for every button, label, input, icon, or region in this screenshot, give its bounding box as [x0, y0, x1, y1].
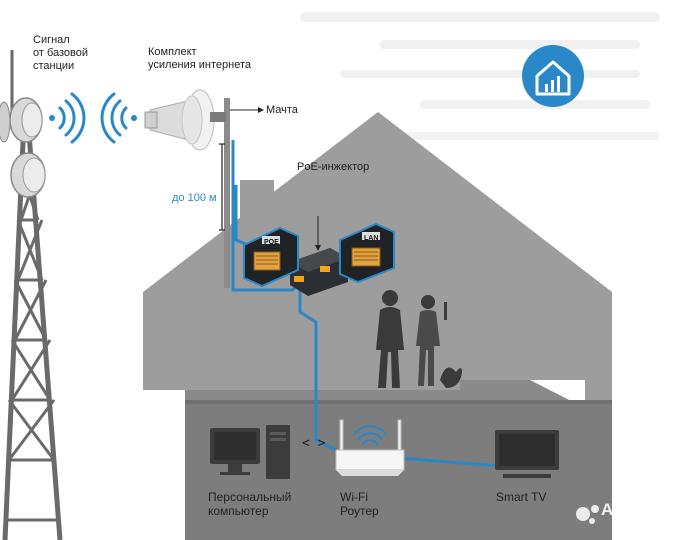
- antenna-kit: [144, 89, 264, 288]
- router-label-line-2: Роутер: [340, 504, 379, 518]
- people-silhouettes: [376, 290, 462, 388]
- mast-label: Мачта: [266, 104, 298, 116]
- wifi-router-icon: [335, 419, 405, 476]
- kit-label-line-2: усиления интернета: [148, 59, 252, 71]
- signal-label-line-1: Сигнал: [33, 34, 70, 46]
- avito-watermark-icon: [576, 505, 599, 524]
- personal-computer-label: Персональный компьютер: [208, 490, 291, 518]
- tower-dish-top: [0, 97, 43, 143]
- poe-port-zoom: [243, 226, 299, 288]
- home-signal-icon: [522, 45, 584, 107]
- antenna-signal-waves-icon: [100, 92, 137, 144]
- avito-watermark-text: Avito: [601, 500, 643, 519]
- smart-tv-icon: [495, 430, 559, 478]
- poe-injector-device: [290, 216, 361, 296]
- lan-port-zoom: [339, 222, 395, 284]
- lan-port-label: LAN: [364, 235, 379, 242]
- tower-dish-bottom: [10, 152, 46, 198]
- router-label-line-1: Wi-Fi: [340, 490, 368, 504]
- pc-label-line-1: Персональный: [208, 490, 292, 504]
- smart-tv-label: Smart TV: [496, 490, 547, 504]
- background-texture: [300, 12, 660, 140]
- pc-label-line-2: компьютер: [208, 504, 269, 518]
- personal-computer-icon: [210, 425, 290, 479]
- kit-label-line-1: Комплект: [148, 46, 197, 58]
- distance-bracket: [219, 143, 225, 231]
- poe-injector-label: PoE-инжектор: [297, 161, 370, 173]
- poe-port-label: POE: [264, 239, 279, 246]
- distance-label: до 100 м: [172, 192, 217, 204]
- signal-label-line-2: от базовой: [33, 47, 89, 59]
- signal-label-line-3: станции: [33, 60, 75, 72]
- internet-boost-kit-label: Комплект усиления интернета: [148, 46, 251, 72]
- signal-base-station-label: Сигнал от базовой станции: [33, 34, 88, 73]
- wifi-router-label: Wi-Fi Роутер: [340, 490, 379, 518]
- signal-waves-icon: [49, 92, 86, 144]
- link-arrows: < >: [302, 436, 326, 451]
